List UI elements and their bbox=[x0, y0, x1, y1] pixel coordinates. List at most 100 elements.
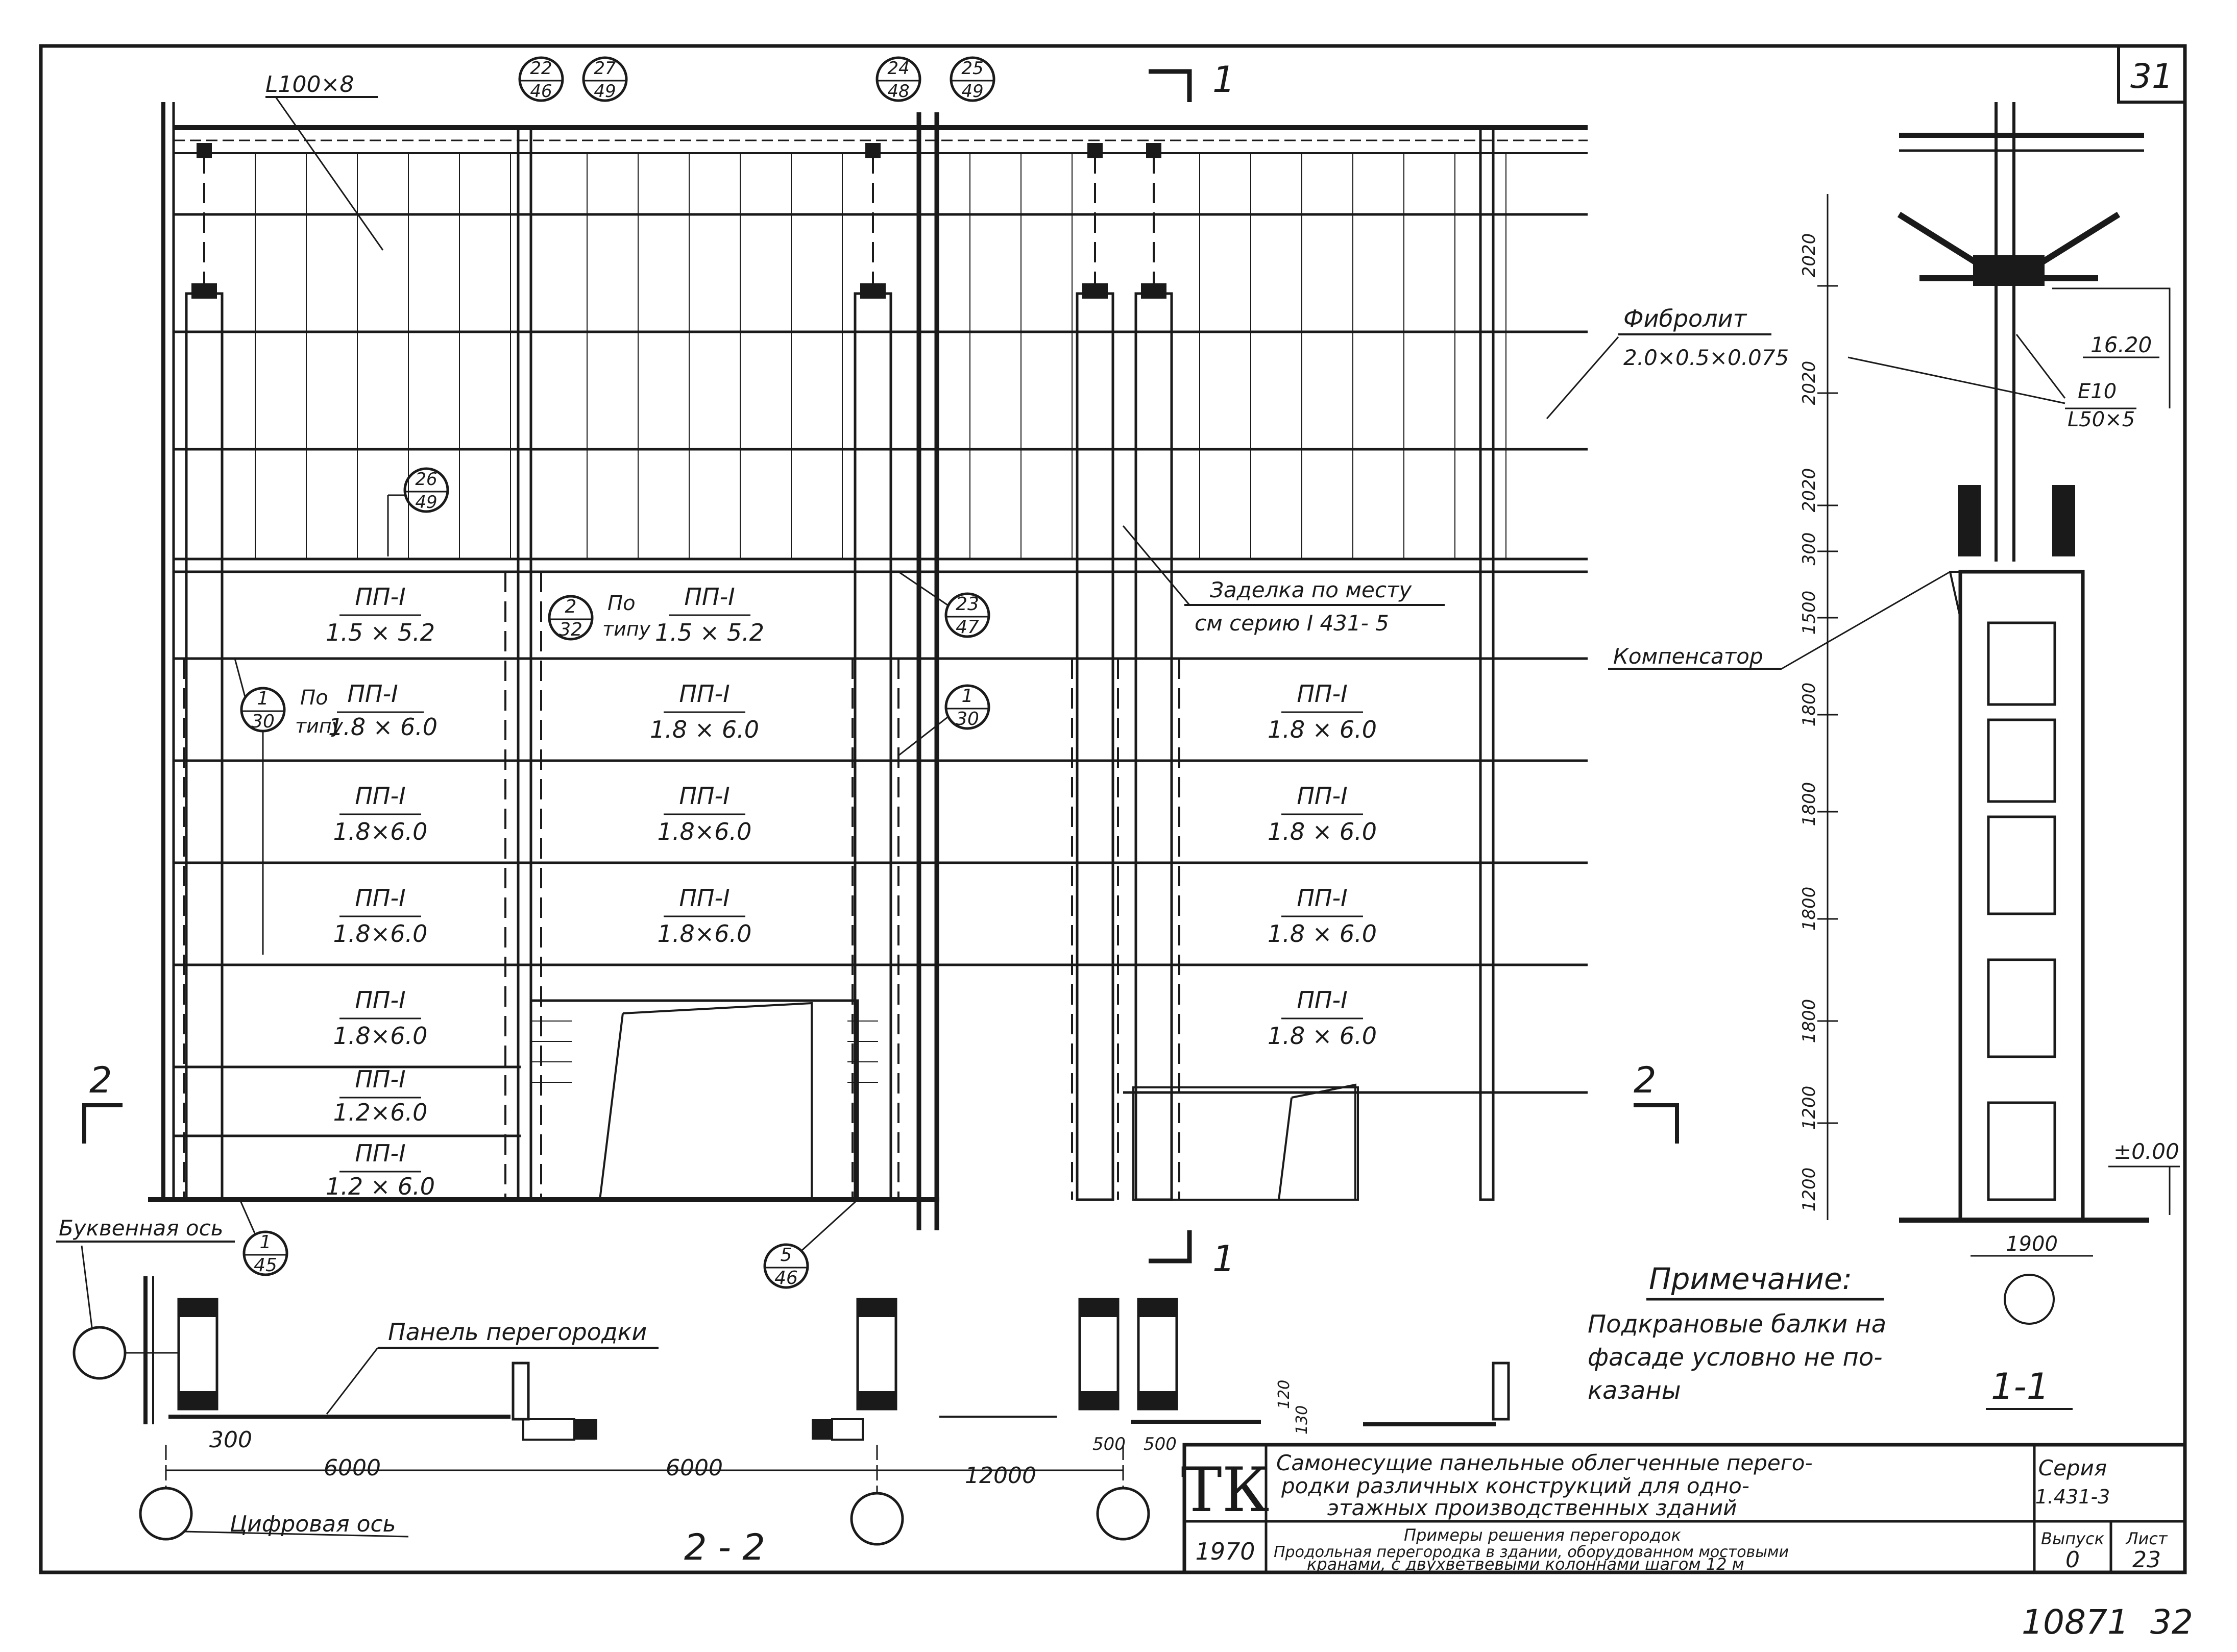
panel-label: ПП-I bbox=[1297, 782, 1347, 810]
callout-27-49: 27 49 bbox=[582, 56, 628, 102]
svg-text:1: 1 bbox=[260, 1232, 272, 1253]
svg-text:Компенсатор: Компенсатор bbox=[1613, 644, 1763, 669]
year: 1970 bbox=[1195, 1538, 1255, 1565]
section-1-1: 2020 2020 2020 300 1500 1800 1800 1800 1… bbox=[1608, 102, 2180, 1410]
sheet-value: 23 bbox=[2132, 1547, 2161, 1573]
svg-text:1: 1 bbox=[1212, 1238, 1235, 1280]
svg-text:1: 1 bbox=[1212, 59, 1235, 101]
callout-1-30-left: 1 30 По типу bbox=[234, 658, 344, 955]
title-line: родки различных конструкций для одно- bbox=[1281, 1473, 1749, 1498]
angle-label: L100×8 bbox=[265, 71, 354, 98]
panel-label: ПП-I bbox=[679, 680, 730, 708]
panel-label: ПП-I bbox=[355, 1139, 405, 1167]
compensator-label: Компенсатор bbox=[1608, 571, 1951, 670]
svg-text:130: 130 bbox=[1293, 1405, 1311, 1435]
elevation: 1 1 2 2 L100×8 22 46 27 49 24 bbox=[82, 56, 1789, 1289]
panel-label: ПП-I bbox=[355, 583, 405, 611]
svg-text:1800: 1800 bbox=[1799, 999, 1819, 1043]
series-label: Серия bbox=[2038, 1455, 2107, 1480]
svg-text:1900: 1900 bbox=[2006, 1232, 2058, 1256]
door-opening-right bbox=[1132, 1083, 1359, 1201]
panel-label: 1.8 × 6.0 bbox=[328, 713, 437, 741]
panel-labels: ПП-I 1.5 × 5.2 ПП-I 1.5 × 5.2 ПП-I 1.8 ×… bbox=[326, 583, 1377, 1200]
svg-text:1800: 1800 bbox=[1799, 782, 1819, 827]
note-line: Подкрановые балки на bbox=[1588, 1310, 1886, 1339]
section-2-2: 300 6000 6000 12000 500 500 120 130 Букв… bbox=[56, 1216, 1510, 1573]
callout-25-49: 25 49 bbox=[950, 56, 995, 102]
door-opening-left bbox=[529, 999, 878, 1201]
svg-text:2020: 2020 bbox=[1799, 468, 1819, 513]
svg-text:49: 49 bbox=[415, 492, 437, 513]
svg-text:1800: 1800 bbox=[1799, 887, 1819, 931]
subtitle-line: кранами, с двухветвевыми колоннами шагом… bbox=[1307, 1554, 1744, 1574]
panel-label: ПП-I bbox=[1297, 986, 1347, 1014]
svg-text:Фибролит: Фибролит bbox=[1623, 305, 1747, 332]
svg-text:32: 32 bbox=[559, 619, 582, 640]
svg-text:6000: 6000 bbox=[324, 1455, 381, 1481]
title-line: этажных производственных зданий bbox=[1327, 1495, 1737, 1520]
note: Примечание: Подкрановые балки на фасаде … bbox=[1588, 1261, 1886, 1405]
panel-label: 1.5 × 5.2 bbox=[655, 619, 764, 646]
svg-text:Е10: Е10 bbox=[2078, 380, 2117, 403]
svg-text:30: 30 bbox=[251, 711, 275, 732]
svg-text:46: 46 bbox=[530, 81, 552, 102]
title-block: ТК 1970 Самонесущие панельные облегченны… bbox=[1181, 1443, 2187, 1574]
svg-text:1200: 1200 bbox=[1799, 1086, 1819, 1130]
svg-text:120: 120 bbox=[1275, 1380, 1293, 1409]
section-cut-1-1: 1 1 bbox=[1149, 59, 1235, 1280]
note-line: казаны bbox=[1588, 1376, 1681, 1405]
issue-value: 0 bbox=[2065, 1547, 2080, 1573]
level-16-20: 16.20 bbox=[2052, 287, 2171, 408]
panel-label: ПП-I bbox=[1297, 884, 1347, 912]
svg-text:2.0×0.5×0.075: 2.0×0.5×0.075 bbox=[1623, 345, 1789, 370]
svg-text:30: 30 bbox=[956, 709, 979, 730]
svg-text:1: 1 bbox=[962, 686, 974, 707]
svg-text:27: 27 bbox=[594, 58, 616, 79]
svg-text:24: 24 bbox=[887, 58, 909, 79]
section-1-1-dimensions: 2020 2020 2020 300 1500 1800 1800 1800 1… bbox=[1799, 233, 1819, 1212]
subtitle-line: Продольная перегородка в здании, оборудо… bbox=[1274, 1543, 1789, 1561]
level-zero: ±0.00 bbox=[2108, 1139, 2180, 1215]
panel-label: ПП-I bbox=[355, 986, 405, 1014]
panel-label: 1.8 × 6.0 bbox=[1268, 716, 1377, 743]
svg-text:1800: 1800 bbox=[1799, 683, 1819, 727]
svg-text:По: По bbox=[300, 686, 328, 710]
svg-text:12000: 12000 bbox=[965, 1463, 1036, 1489]
panel-label: ПП-I bbox=[355, 884, 405, 912]
letter-axis-label: Буквенная ось bbox=[59, 1216, 223, 1241]
panel-label: 1.5 × 5.2 bbox=[326, 619, 435, 646]
svg-text:2020: 2020 bbox=[1799, 361, 1819, 405]
panel-label: 1.8 × 6.0 bbox=[1268, 1022, 1377, 1050]
panel-label: ПП-I bbox=[1297, 680, 1347, 708]
section-2-2-title: 2 - 2 bbox=[684, 1526, 765, 1568]
panel-label: ПП-I bbox=[347, 680, 398, 708]
svg-text:L50×5: L50×5 bbox=[2068, 408, 2135, 431]
svg-text:6000: 6000 bbox=[666, 1455, 723, 1481]
panel-label: ПП-I bbox=[684, 583, 735, 611]
svg-text:16.20: 16.20 bbox=[2090, 332, 2152, 357]
subtitle-line: Примеры решения перегородок bbox=[1404, 1525, 1681, 1545]
note-line: фасаде условно не по- bbox=[1588, 1343, 1883, 1372]
svg-text:типу: типу bbox=[602, 618, 651, 640]
panel-label: 1.2 × 6.0 bbox=[326, 1173, 435, 1200]
panel-label: 1.8×6.0 bbox=[658, 818, 752, 845]
svg-text:26: 26 bbox=[415, 469, 437, 490]
svg-text:45: 45 bbox=[254, 1255, 277, 1276]
svg-text:49: 49 bbox=[594, 81, 616, 102]
callout-1-45: 1 45 bbox=[239, 1199, 288, 1276]
callout-5-46: 5 46 bbox=[763, 1199, 859, 1289]
panel-label: 1.8×6.0 bbox=[333, 818, 428, 845]
sheet-frame bbox=[39, 44, 2187, 1574]
svg-text:2: 2 bbox=[89, 1059, 112, 1101]
panel-label: 1.8 × 6.0 bbox=[650, 716, 759, 743]
profile-labels: Е10 L50×5 bbox=[1847, 334, 2136, 431]
svg-text:5: 5 bbox=[781, 1245, 792, 1266]
panel-label: ПП-I bbox=[355, 1065, 405, 1093]
svg-text:49: 49 bbox=[961, 81, 983, 102]
svg-text:47: 47 bbox=[956, 617, 979, 638]
svg-text:46: 46 bbox=[774, 1268, 798, 1289]
panel-label: 1.8×6.0 bbox=[658, 920, 752, 948]
svg-text:По: По bbox=[607, 592, 636, 615]
panel-label: ПП-I bbox=[679, 884, 730, 912]
svg-text:1500: 1500 bbox=[1799, 591, 1819, 635]
